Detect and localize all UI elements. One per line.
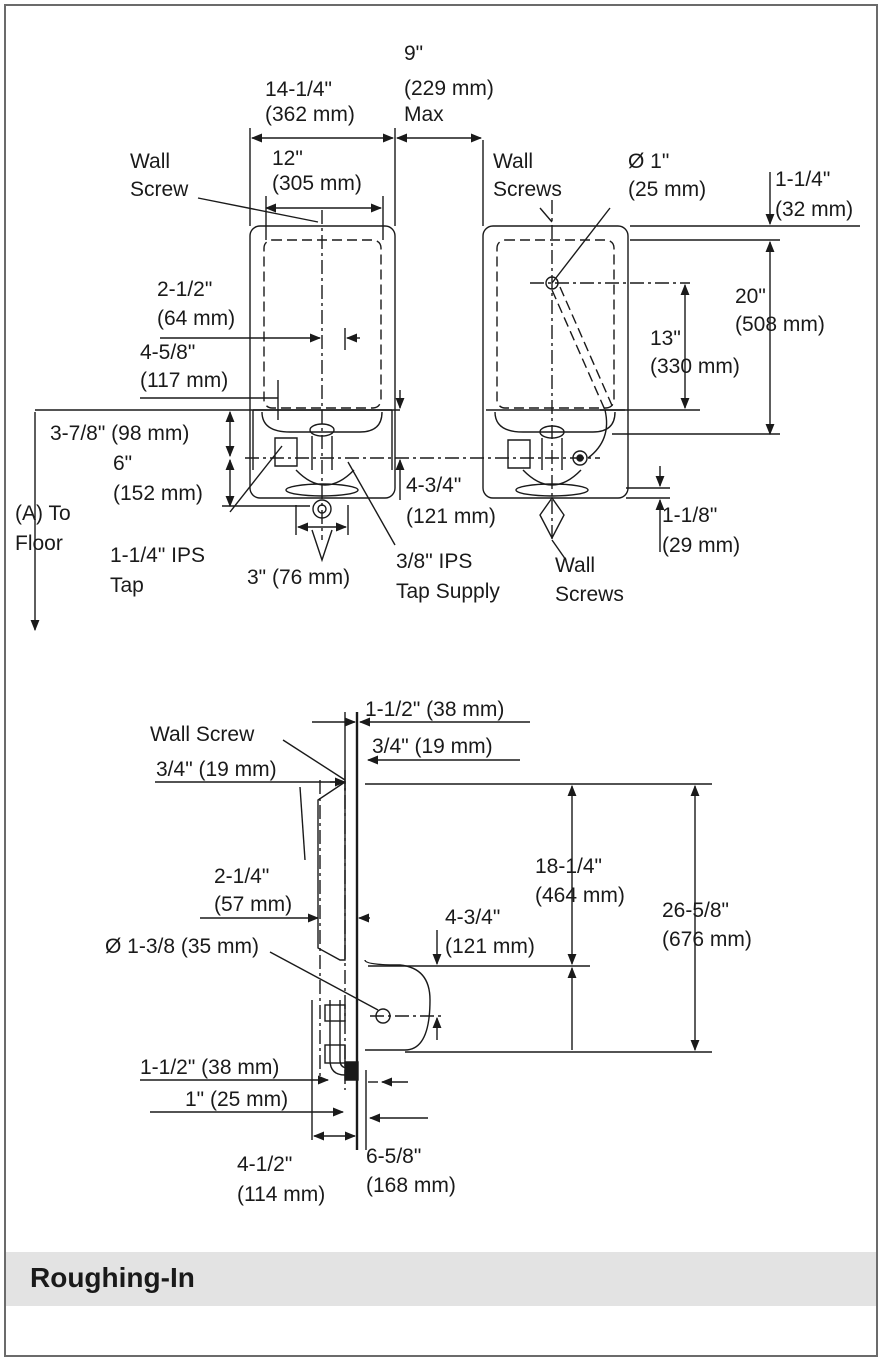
dia-1: Ø 1" — [628, 150, 669, 173]
wall-screws-right-1: Wall — [493, 150, 533, 173]
dim-9: 9" — [404, 42, 423, 65]
dim-4-3-4-side-mm: (121 mm) — [445, 935, 535, 958]
dia-1-mm: (25 mm) — [628, 178, 706, 201]
dim-4-5-8: 4-5/8" — [140, 341, 195, 364]
dim-14-1-4-mm: (362 mm) — [265, 103, 355, 126]
front-view-dimension-lines — [30, 128, 860, 632]
dim-9-mm: (229 mm) — [404, 77, 494, 100]
dim-18-1-4-mm: (464 mm) — [535, 884, 625, 907]
wall-screw-left-1: Wall — [130, 150, 170, 173]
dim-6: 6" — [113, 452, 132, 475]
dim-6-5-8: 6-5/8" — [366, 1145, 421, 1168]
dim-12-mm: (305 mm) — [272, 172, 362, 195]
dim-18-1-4: 18-1/4" — [535, 855, 602, 878]
dim-1-1-4-mm: (32 mm) — [775, 198, 853, 221]
side-view-labels: 1-1/2" (38 mm) Wall Screw 3/4" (19 mm) 3… — [105, 698, 752, 1206]
dim-12: 12" — [272, 147, 303, 170]
dim-9-max: Max — [404, 103, 444, 126]
dim-2-1-4: 2-1/4" — [214, 865, 269, 888]
dim-3-7-8: 3-7/8" (98 mm) — [50, 422, 189, 445]
side-view-dimension-lines — [140, 712, 712, 1150]
to-floor-1: (A) To — [15, 502, 71, 525]
dim-4-5-8-mm: (117 mm) — [140, 369, 228, 392]
dim-4-3-4-mm: (121 mm) — [406, 505, 496, 528]
dim-2-1-2-mm: (64 mm) — [157, 307, 235, 330]
to-floor-2: Floor — [15, 532, 63, 555]
dim-3-4-left: 3/4" (19 mm) — [156, 758, 277, 781]
wall-screw-side: Wall Screw — [150, 723, 255, 746]
front-view-labels: 14-1/4" (362 mm) 9" (229 mm) Max Wall Sc… — [15, 42, 853, 606]
dim-26-5-8: 26-5/8" — [662, 899, 729, 922]
page-frame — [4, 4, 878, 1357]
dim-1: 1" (25 mm) — [185, 1088, 288, 1111]
section-title-band: Roughing-In — [6, 1252, 876, 1306]
dim-13: 13" — [650, 327, 681, 350]
dim-4-3-4: 4-3/4" — [406, 474, 461, 497]
section-title: Roughing-In — [30, 1262, 195, 1293]
dim-4-3-4-side: 4-3/4" — [445, 906, 500, 929]
dim-2-1-2: 2-1/2" — [157, 278, 212, 301]
ips-tap-2: Tap — [110, 574, 144, 597]
dim-4-1-2: 4-1/2" — [237, 1153, 292, 1176]
dim-6-mm: (152 mm) — [113, 482, 203, 505]
dim-1-1-2-bottom: 1-1/2" (38 mm) — [140, 1056, 279, 1079]
wall-screws-bottom-2: Screws — [555, 583, 624, 606]
dim-14-1-4: 14-1/4" — [265, 78, 332, 101]
dim-3: 3" (76 mm) — [247, 566, 350, 589]
wall-screw-left-2: Screw — [130, 178, 189, 201]
dim-1-1-8-mm: (29 mm) — [662, 534, 740, 557]
dim-20-mm: (508 mm) — [735, 313, 825, 336]
ips-tap-1: 1-1/4" IPS — [110, 544, 205, 567]
tap-supply-1: 3/8" IPS — [396, 550, 472, 573]
center-lines — [245, 200, 690, 540]
dim-1-1-4: 1-1/4" — [775, 168, 830, 191]
dia-1-3-8: Ø 1-3/8 (35 mm) — [105, 935, 259, 958]
dim-2-1-4-mm: (57 mm) — [214, 893, 292, 916]
dim-26-5-8-mm: (676 mm) — [662, 928, 752, 951]
dim-13-mm: (330 mm) — [650, 355, 740, 378]
dim-4-1-2-mm: (114 mm) — [237, 1183, 325, 1206]
dim-1-1-8: 1-1/8" — [662, 504, 717, 527]
wall-screws-bottom-1: Wall — [555, 554, 595, 577]
dim-6-5-8-mm: (168 mm) — [366, 1174, 456, 1197]
tap-supply-2: Tap Supply — [396, 580, 500, 603]
dim-3-4-right: 3/4" (19 mm) — [372, 735, 493, 758]
dim-20: 20" — [735, 285, 766, 308]
front-view-right-fixture — [482, 225, 629, 540]
wall-screws-right-2: Screws — [493, 178, 562, 201]
dim-1-1-2-top: 1-1/2" (38 mm) — [365, 698, 504, 721]
